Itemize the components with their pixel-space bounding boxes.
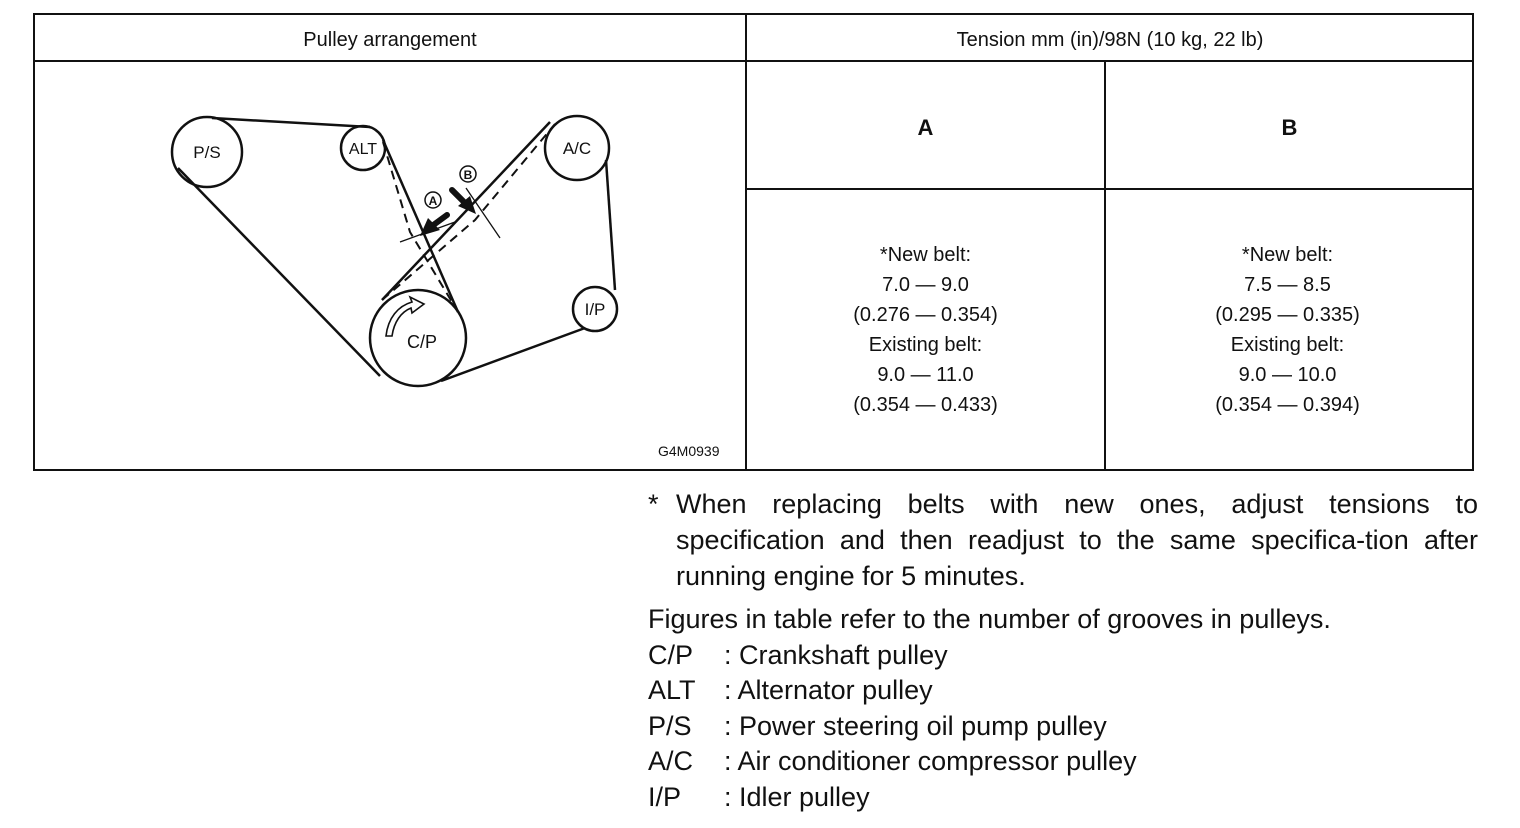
b-existing-belt-label: Existing belt:: [1230, 334, 1345, 356]
abbreviation-legend: Figures in table refer to the number of …: [648, 602, 1331, 815]
belt-b-deflected: [381, 123, 556, 301]
pulley-alt-label: ALT: [349, 141, 377, 158]
marker-b-circle: [459, 165, 477, 183]
footnote: * When replacing belts with new ones, ad…: [648, 486, 1478, 594]
belt-ps-cp: [177, 167, 381, 377]
legend-desc: : Idler pulley: [724, 781, 870, 812]
b-new-belt-range-in: (0.295 — 0.335): [1215, 304, 1360, 326]
legend-abbr: P/S: [648, 710, 692, 741]
pulley-ip-label: I/P: [585, 300, 606, 319]
a-existing-belt-range: 9.0 — 11.0: [877, 364, 974, 386]
legend-abbr: C/P: [648, 639, 694, 670]
tension-a-values: *New belt: 7.0 — 9.0 (0.276 — 0.354) Exi…: [747, 240, 1104, 420]
legend-desc: : Crankshaft pulley: [724, 639, 948, 670]
force-arrow-a-head: [420, 218, 440, 236]
table-subheader-divider: [746, 188, 1473, 190]
marker-a-circle: [424, 191, 442, 209]
b-new-belt-range: 7.5 — 8.5: [1244, 274, 1331, 296]
a-new-belt-label: *New belt:: [879, 244, 972, 266]
tension-header: Tension mm (in)/98N (10 kg, 22 lb): [956, 29, 1264, 51]
legend-abbr: ALT: [648, 675, 696, 705]
pulley-diagram: A B P/S ALT A/C I/P C/P: [170, 114, 619, 388]
marker-b: B: [464, 168, 473, 182]
legend-desc: : Air conditioner compressor pulley: [724, 746, 1137, 776]
a-new-belt-range-in: (0.276 — 0.354): [853, 304, 998, 326]
footnote-text: When replacing belts with new ones, adju…: [676, 489, 1478, 591]
a-existing-belt-range-in: (0.354 — 0.433): [853, 394, 998, 416]
legend-item: I/P : Idler pulley: [648, 780, 1331, 816]
belt-ac-ip: [604, 159, 617, 291]
a-existing-belt-label: Existing belt:: [868, 334, 983, 356]
legend-item: ALT : Alternator pulley: [648, 673, 1331, 709]
pulley-cp: [368, 288, 468, 388]
b-existing-belt-range-in: (0.354 — 0.394): [1215, 394, 1360, 416]
legend-abbr: I/P: [648, 781, 682, 812]
figure-code: G4M0939: [658, 443, 720, 459]
legend-abbr: A/C: [648, 746, 694, 776]
column-a-label: A: [917, 115, 934, 140]
belt-ps-alt: [211, 116, 371, 129]
column-b-label: B: [1281, 115, 1298, 140]
b-existing-belt-range: 9.0 — 10.0: [1238, 364, 1337, 386]
table-header-divider: [33, 60, 1474, 62]
pulley-ac: [543, 114, 611, 182]
table-column-divider: [745, 13, 747, 471]
pulley-arrangement-header: Pulley arrangement: [303, 29, 477, 51]
footnote-star: *: [648, 489, 659, 519]
legend-item: P/S : Power steering oil pump pulley: [648, 709, 1331, 745]
pulley-ip: [571, 285, 619, 333]
a-new-belt-range: 7.0 — 9.0: [882, 274, 969, 296]
belt-cp-ac: [381, 121, 551, 301]
marker-a: A: [429, 194, 438, 208]
legend-intro: Figures in table refer to the number of …: [648, 604, 1331, 634]
legend-item: C/P : Crankshaft pulley: [648, 638, 1331, 674]
belt-ip-cp: [440, 326, 586, 383]
table-ab-divider: [1104, 61, 1106, 471]
force-arrow-b-head: [458, 196, 476, 214]
belt-alt-cp: [381, 139, 460, 313]
force-arrow-a-shaft: [429, 212, 450, 229]
pulley-ac-label: A/C: [563, 139, 591, 158]
tension-b-values: *New belt: 7.5 — 8.5 (0.295 — 0.335) Exi…: [1106, 240, 1469, 420]
rotation-arrow: [385, 295, 426, 337]
tension-table: [33, 13, 1474, 471]
b-new-belt-label: *New belt:: [1241, 244, 1334, 266]
legend-desc: : Power steering oil pump pulley: [724, 710, 1107, 741]
pulley-ps-label: P/S: [193, 143, 220, 162]
measure-line-b: [465, 187, 501, 239]
pulley-ps: [170, 115, 244, 189]
belt-a-deflected: [382, 141, 459, 313]
legend-item: A/C : Air conditioner compressor pulley: [648, 744, 1331, 780]
pulley-cp-label: C/P: [407, 332, 437, 352]
legend-desc: : Alternator pulley: [724, 675, 933, 705]
